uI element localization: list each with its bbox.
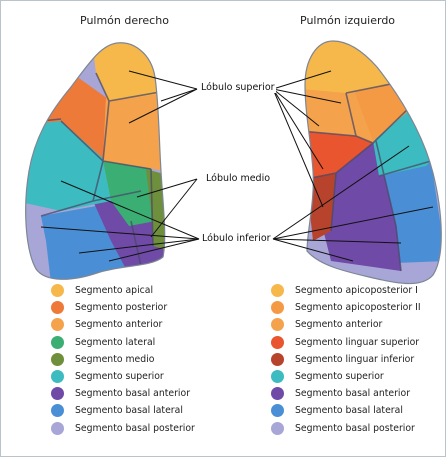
legend-label: Segmento basal anterior [75,388,190,399]
left-lung-legend-item: Segmento basal anterior [271,385,443,402]
left-lung-legend-item: Segmento basal posterior [271,420,443,437]
legend-swatch [271,422,284,435]
middle-lobe-label: Lóbulo medio [205,173,271,184]
legend-label: Segmento apicoposterior II [295,302,421,313]
legend-swatch [51,318,64,331]
legend-swatch [271,284,284,297]
legend-swatch [271,353,284,366]
right-lung-legend-item: Segmento lateral [51,334,241,351]
legend-label: Segmento apicoposterior I [295,285,418,296]
legend-swatch [271,318,284,331]
legend-label: Segmento linguar superior [295,337,419,348]
upper-lobe-label: Lóbulo superior [200,82,276,93]
l-apicoposterior-i-segment [301,31,396,93]
legend-label: Segmento linguar inferior [295,354,414,365]
legend-label: Segmento apical [75,285,153,296]
left-lung-legend: Segmento apicoposterior I Segmento apicop… [271,282,443,437]
right-lung-legend-item: Segmento basal lateral [51,402,241,419]
left-lung-legend-item: Segmento apicoposterior II [271,299,443,316]
legend-swatch [51,284,64,297]
right-lung [1,31,201,286]
legend-swatch [51,370,64,383]
left-lung-legend-item: Segmento linguar superior [271,334,443,351]
legend-swatch [271,370,284,383]
left-lung-legend-item: Segmento basal lateral [271,402,443,419]
legend-swatch [51,301,64,314]
legend-swatch [51,353,64,366]
legend-swatch [51,422,64,435]
legend-label: Segmento lateral [75,337,155,348]
legend-label: Segmento superior [295,371,384,382]
right-lung-legend-item: Segmento basal anterior [51,385,241,402]
left-lung-legend-item: Segmento apicoposterior I [271,282,443,299]
legend-label: Segmento posterior [75,302,167,313]
legend-label: Segmento basal posterior [75,423,195,434]
left-lung [291,31,446,286]
lower-lobe-label: Lóbulo inferior [201,233,272,244]
legend-label: Segmento basal lateral [75,405,183,416]
legend-swatch [271,387,284,400]
left-lung-legend-item: Segmento superior [271,368,443,385]
legend-swatch [51,404,64,417]
left-lung-legend-item: Segmento anterior [271,316,443,333]
right-lung-legend-item: Segmento basal posterior [51,420,241,437]
legend-swatch [271,336,284,349]
legend-label: Segmento basal posterior [295,423,415,434]
legend-swatch [51,387,64,400]
legend-swatch [271,301,284,314]
right-lung-legend-item: Segmento posterior [51,299,241,316]
legend-label: Segmento medio [75,354,154,365]
legend-label: Segmento anterior [75,319,162,330]
legend-swatch [271,404,284,417]
legend-swatch [51,336,64,349]
left-lung-legend-item: Segmento linguar inferior [271,351,443,368]
legend-label: Segmento basal lateral [295,405,403,416]
right-lung-legend-item: Segmento anterior [51,316,241,333]
legend-label: Segmento superior [75,371,164,382]
legend-label: Segmento basal anterior [295,388,410,399]
right-lung-legend-item: Segmento superior [51,368,241,385]
right-lung-legend-item: Segmento medio [51,351,241,368]
right-lung-legend-item: Segmento apical [51,282,241,299]
legend-label: Segmento anterior [295,319,382,330]
